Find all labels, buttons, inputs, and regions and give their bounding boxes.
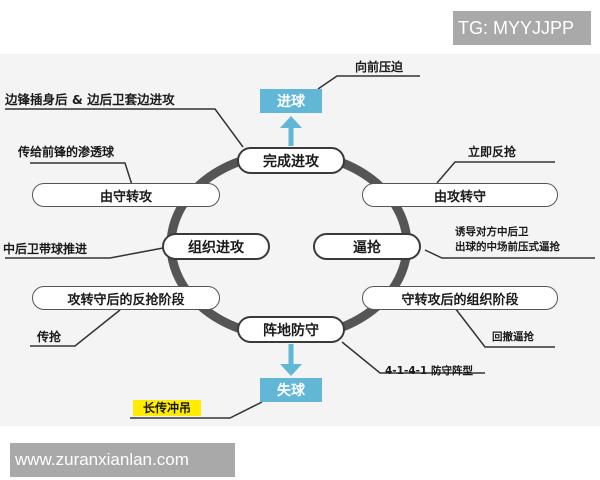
label-cb-carry: 中后卫带球推进 <box>3 242 88 256</box>
node-press: 逼抢 <box>313 233 421 260</box>
node-build-attack: 组织进攻 <box>162 233 270 260</box>
label-press-forward: 向前压迫 <box>355 60 404 74</box>
watermark-tg: TG: MYYJJPP <box>453 11 591 45</box>
node-finish-attack: 完成进攻 <box>237 147 345 174</box>
label-high-press: 诱导对方中后卫 出球的中场前压式逼抢 <box>455 225 560 255</box>
label-through-ball: 传给前锋的渗透球 <box>18 145 115 159</box>
arrow-up-icon <box>280 116 302 128</box>
transition-att-to-def: 由攻转守 <box>362 183 558 207</box>
label-formation: 4-1-4-1 防守阵型 <box>385 365 473 377</box>
label-long-ball: 长传冲吊 <box>133 399 202 416</box>
label-counter-press: 立即反抢 <box>468 145 517 159</box>
label-high-press-line1: 诱导对方中后卫 <box>455 226 529 238</box>
lose-ball-box: 失球 <box>260 378 322 402</box>
arrow-down-icon <box>280 364 302 376</box>
label-high-press-line2: 出球的中场前压式逼抢 <box>455 241 560 253</box>
node-set-defense: 阵地防守 <box>237 316 345 343</box>
label-winger-overlap: 边锋插身后 & 边后卫套边进攻 <box>5 92 175 107</box>
goal-box: 进球 <box>260 89 322 113</box>
transition-counter-press-phase: 攻转守后的反抢阶段 <box>32 286 220 310</box>
transition-def-to-att: 由守转攻 <box>32 183 220 207</box>
label-retreat-press: 回撤逼抢 <box>492 331 534 343</box>
long-ball-highlight: 长传冲吊 <box>133 400 202 416</box>
label-pass-and-press: 传抢 <box>37 330 62 344</box>
transition-build-up-phase: 守转攻后的组织阶段 <box>362 286 558 310</box>
watermark-url: www.zuranxianlan.com <box>10 443 235 477</box>
